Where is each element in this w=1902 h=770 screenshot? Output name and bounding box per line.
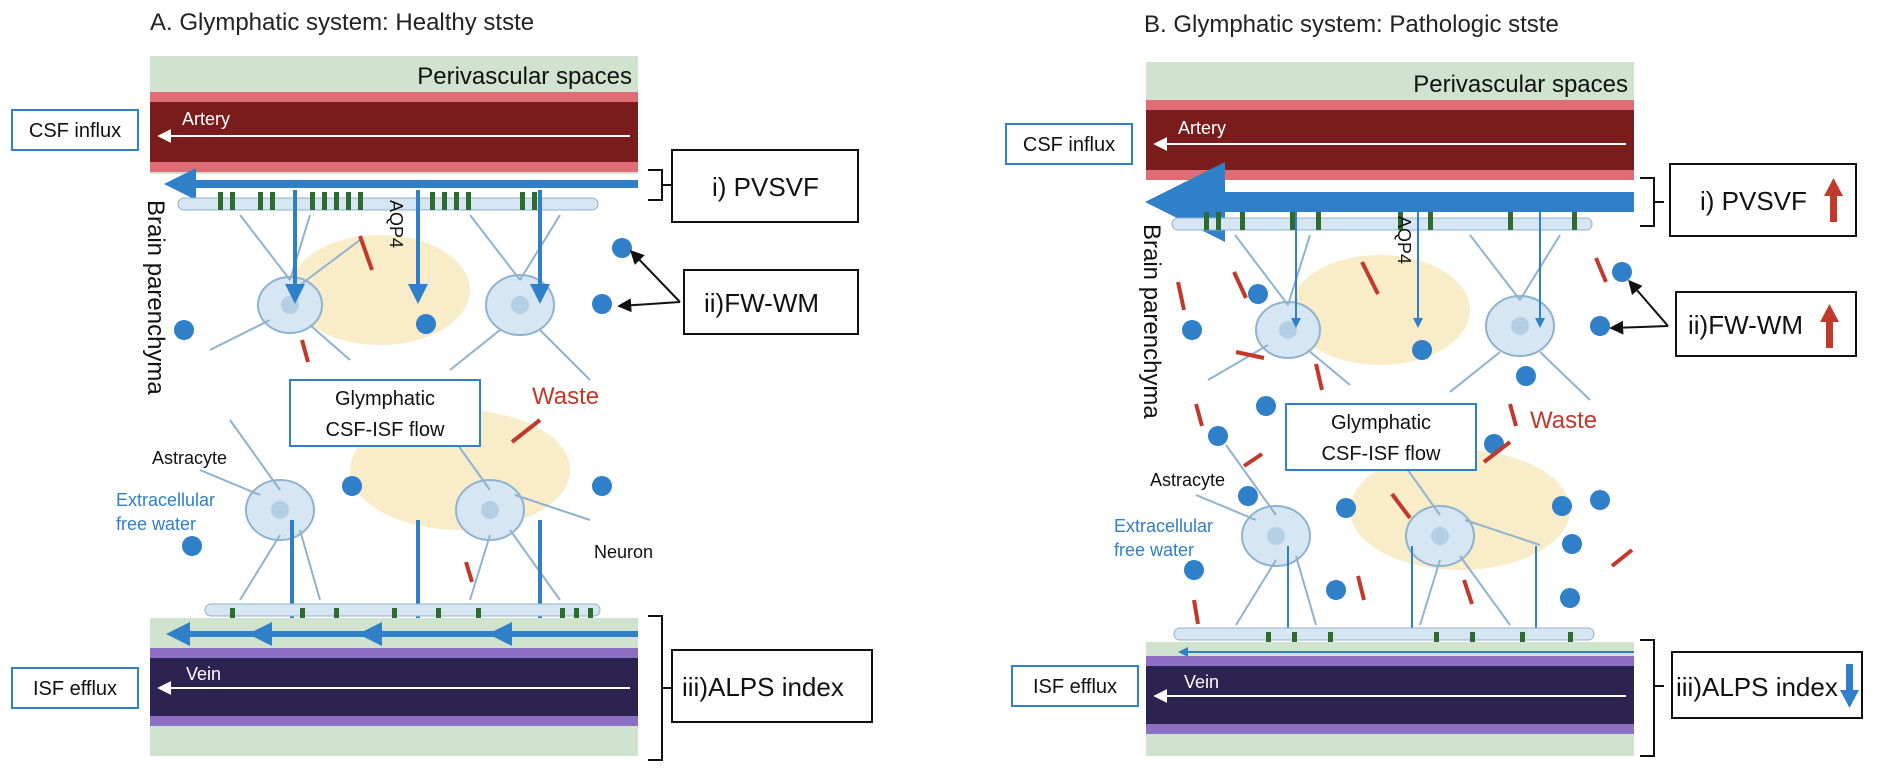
waste-label: Waste (1530, 407, 1597, 434)
astrocyte-nucleus (1511, 317, 1529, 335)
fwwm-label: ii)FW-WM (1688, 310, 1803, 340)
fwwm-label: ii)FW-WM (704, 288, 819, 318)
neuron-label: Neuron (594, 542, 653, 562)
panel-a: A. Glymphatic system: Healthy stste Peri… (11, 9, 873, 761)
artery-label: Artery (182, 109, 230, 129)
glymphatic-label-1: Glymphatic (1331, 412, 1431, 434)
free-water-label-2: free water (116, 514, 196, 534)
pvsvf-bracket (1640, 177, 1664, 227)
waste-particles-increased (1176, 257, 1634, 625)
astrocyte-label: Astracyte (1150, 470, 1225, 490)
astrocyte-nucleus (1431, 527, 1449, 545)
csf-influx-label: CSF influx (29, 120, 121, 142)
artery (150, 102, 638, 162)
fwwm-pointer-2 (1609, 320, 1669, 335)
pvsvf-label: i) PVSVF (1700, 186, 1807, 216)
aqp4-channels-top (218, 192, 537, 210)
astrocyte-nucleus (271, 501, 289, 519)
aqp4-label: AQP4 (386, 200, 406, 248)
fwwm-pointer-1 (630, 249, 681, 303)
neuron-body (1290, 255, 1470, 365)
glymphatic-label-2: CSF-ISF flow (1322, 443, 1441, 465)
neuron-body (1350, 450, 1570, 570)
free-water-label-1: Extracellular (1114, 516, 1213, 536)
panel-a-title: A. Glymphatic system: Healthy stste (150, 9, 534, 36)
endfeet-top (1171, 217, 1593, 231)
free-water-label-1: Extracellular (116, 490, 215, 510)
fwwm-pointer-1 (1628, 279, 1669, 327)
panel-b: B. Glymphatic system: Pathologic stste P… (1005, 11, 1863, 757)
alps-label: iii)ALPS index (682, 672, 844, 702)
csf-influx-box (1005, 123, 1133, 165)
astrocyte-nucleus (511, 296, 529, 314)
perivascular-label: Perivascular spaces (1413, 71, 1628, 98)
glymphatic-box (289, 379, 481, 447)
fwwm-box (683, 269, 859, 335)
free-water-molecules-increased (1182, 262, 1632, 608)
endfeet-bottom (1173, 627, 1595, 641)
pvsvf-label: i) PVSVF (712, 172, 819, 202)
csf-influx-box (11, 109, 139, 151)
glymphatic-label-1: Glymphatic (335, 388, 435, 410)
increase-arrow-icon (1824, 178, 1843, 222)
endfeet-bottom (204, 603, 601, 617)
glymphatic-label-2: CSF-ISF flow (326, 419, 445, 441)
waste-particles (300, 235, 542, 583)
free-water-label-2: free water (1114, 540, 1194, 560)
artery (1146, 110, 1634, 170)
artery-label: Artery (1178, 118, 1226, 138)
fwwm-pointer-2 (617, 298, 681, 313)
aqp4-channels-bottom (230, 608, 593, 626)
free-water-molecules (174, 238, 632, 556)
astrocyte-nucleus (481, 501, 499, 519)
brain-parenchyma-label: Brain parenchyma (142, 200, 169, 395)
alps-bracket (1640, 639, 1664, 757)
isf-efflux-box (1011, 665, 1139, 707)
glymphatic-down-arrows-reduced (1287, 212, 1545, 640)
isf-efflux-label: ISF efflux (33, 678, 117, 700)
perivascular-label: Perivascular spaces (417, 63, 632, 90)
waste-label: Waste (532, 383, 599, 410)
pvsvf-bracket (648, 169, 672, 201)
astrocyte-nucleus (1279, 321, 1297, 339)
csf-influx-label: CSF influx (1023, 134, 1115, 156)
endfeet-top (177, 197, 599, 211)
pvsvf-box (671, 149, 859, 223)
astrocyte-nucleus (1267, 527, 1285, 545)
alps-label: iii)ALPS index (1676, 672, 1838, 702)
alps-box (671, 649, 873, 723)
brain-parenchyma-label: Brain parenchyma (1138, 224, 1165, 419)
glymphatic-box (1285, 403, 1477, 471)
aqp4-label: AQP4 (1394, 216, 1414, 264)
astrocyte-label: Astracyte (152, 448, 227, 468)
aqp4-channels-bottom (1266, 632, 1573, 650)
isf-efflux-box (11, 667, 139, 709)
alps-bracket (648, 615, 672, 761)
vein-label: Vein (1184, 672, 1219, 692)
panel-b-title: B. Glymphatic system: Pathologic stste (1144, 11, 1559, 38)
vein-label: Vein (186, 664, 221, 684)
alps-box (1671, 651, 1863, 719)
increase-arrow-icon (1820, 304, 1839, 348)
decrease-arrow-icon (1840, 664, 1859, 708)
glymphatic-down-arrows (285, 190, 550, 620)
pvsvf-box (1669, 163, 1857, 237)
aqp4-channels-top (1204, 212, 1577, 230)
isf-efflux-label: ISF efflux (1033, 676, 1117, 698)
